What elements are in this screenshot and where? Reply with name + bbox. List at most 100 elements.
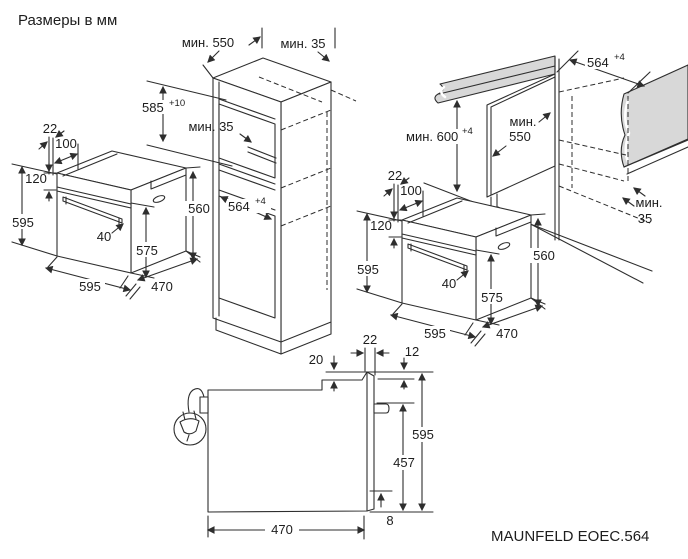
lower-compartment-opening [218,195,276,319]
dim-label-min-height: мин. 600 [406,129,458,144]
cabinet-side-face [280,81,332,343]
countertop-break-line [440,85,447,99]
label-backing [408,427,438,442]
dim-label-depth: 470 [271,522,293,537]
page-title: Размеры в мм [18,12,117,29]
dim-arrow [492,145,507,157]
dim-label-top-gap: мин. 35 [280,36,325,51]
dim-arrow [538,112,551,123]
side-panel-inner-edge [490,76,556,196]
dim-label-vent-gap: мин. 35 [188,119,233,134]
hidden-edge [280,109,332,227]
niche-left-wall-edge [554,56,560,241]
hidden-edge [558,185,651,224]
dim-label-body-height: 560 [188,201,210,216]
model-name: MAUNFELD EOEC.564 [491,528,649,545]
niche-top-board [218,98,276,120]
dim-arrow [622,197,635,207]
oven-side-view: 20 22 12 595 457 8 470 [173,332,438,540]
dim-label-min-height-tol: +4 [462,126,473,137]
door-front-line [366,371,375,512]
oven-control-panel [56,186,132,209]
dim-arrow [317,51,330,62]
dim-label-niche-width: 564 [587,55,609,70]
oven-front-face [56,172,132,274]
label-backing [140,100,194,114]
label-backing [75,279,105,294]
countertop-edge [438,65,556,95]
ext-line [146,80,233,167]
oven-isometric-right [353,168,559,346]
dim-label-min-depth: мин. 550 [182,35,234,50]
dim-label-panel-height: 120 [25,171,47,186]
cabinet-plinth [215,317,332,355]
oven-handle [62,196,123,224]
hidden-edge [558,77,625,93]
oven-body-profile [207,371,368,513]
label-backing [265,522,299,537]
dim-arrow [239,133,252,143]
dim-label-niche-width-tol: +4 [614,52,625,63]
dim-label-niche-height-tol: +10 [169,98,185,109]
dim-label-height: 595 [412,427,434,442]
dim-label-niche-width: 564 [228,199,250,214]
dim-label-body-depth: 470 [151,279,173,294]
hidden-edge [558,139,627,182]
junction-box [199,396,209,414]
countertop-front-edge [623,139,688,175]
dim-label-top-recess: 20 [309,352,323,367]
ext-line [202,64,214,79]
dim-line [53,152,79,165]
dim-arrow [38,141,48,150]
ext-line [364,347,376,376]
dim-line [568,58,646,88]
label-backing [184,201,214,216]
ext-line [48,136,54,176]
door-handle-profile [373,403,390,414]
dim-line [136,257,199,282]
dim-arrow [55,129,65,138]
dim-label-rear-height: 457 [393,455,415,470]
base-cabinet-drawing: 564 +4 мин. 600 +4 мин. 550 мин. 35 [404,50,688,284]
dim-label-handle-depth: 40 [97,229,111,244]
dim-label-min-depth-value: 550 [509,129,531,144]
power-cord [187,388,205,413]
dim-label-panel-depth: 100 [55,136,77,151]
label-backing [8,214,38,229]
dim-label-frame-width: 22 [363,332,377,347]
dim-label-front-offset: 12 [405,344,419,359]
label-backing [227,199,271,213]
dim-arrow [248,36,261,46]
dim-arrow [633,187,646,197]
oven-isometric-left: 22 100 120 595 40 575 560 595 [8,121,214,300]
hidden-edge [258,76,323,103]
plug-stub [186,434,190,442]
dim-arrow [111,223,124,234]
dim-label-front-width: 595 [79,279,101,294]
dim-label-niche-width-tol: +4 [255,196,266,207]
dim-label-door-height: 575 [136,243,158,258]
plug-body [179,418,200,435]
label-backing [585,55,631,69]
label-backing [389,455,419,470]
dim-label-front-height: 595 [12,215,34,230]
dim-label-bottom-gap: 8 [386,513,393,528]
tall-cabinet-drawing: мин. 550 мин. 35 585 +10 мин. 35 564 +4 [140,27,357,355]
dim-label-rear-gap-value: 35 [638,211,652,226]
dim-arrow [207,50,220,63]
label-backing [132,242,162,257]
oven-rear-notch [150,174,187,190]
plug-pins [182,410,197,421]
oven-side-vent [152,195,166,203]
niche-shelf [218,163,276,191]
vent-slot [247,146,277,164]
oven-top-seam [62,153,118,177]
dim-label-rear-gap-word: мин. [636,195,663,210]
hidden-edge [330,89,357,102]
dim-label-min-depth-word: мин. [510,114,537,129]
label-backing [404,129,478,144]
corner-ticks [125,283,141,300]
dim-label-top-gap: 22 [43,121,57,136]
